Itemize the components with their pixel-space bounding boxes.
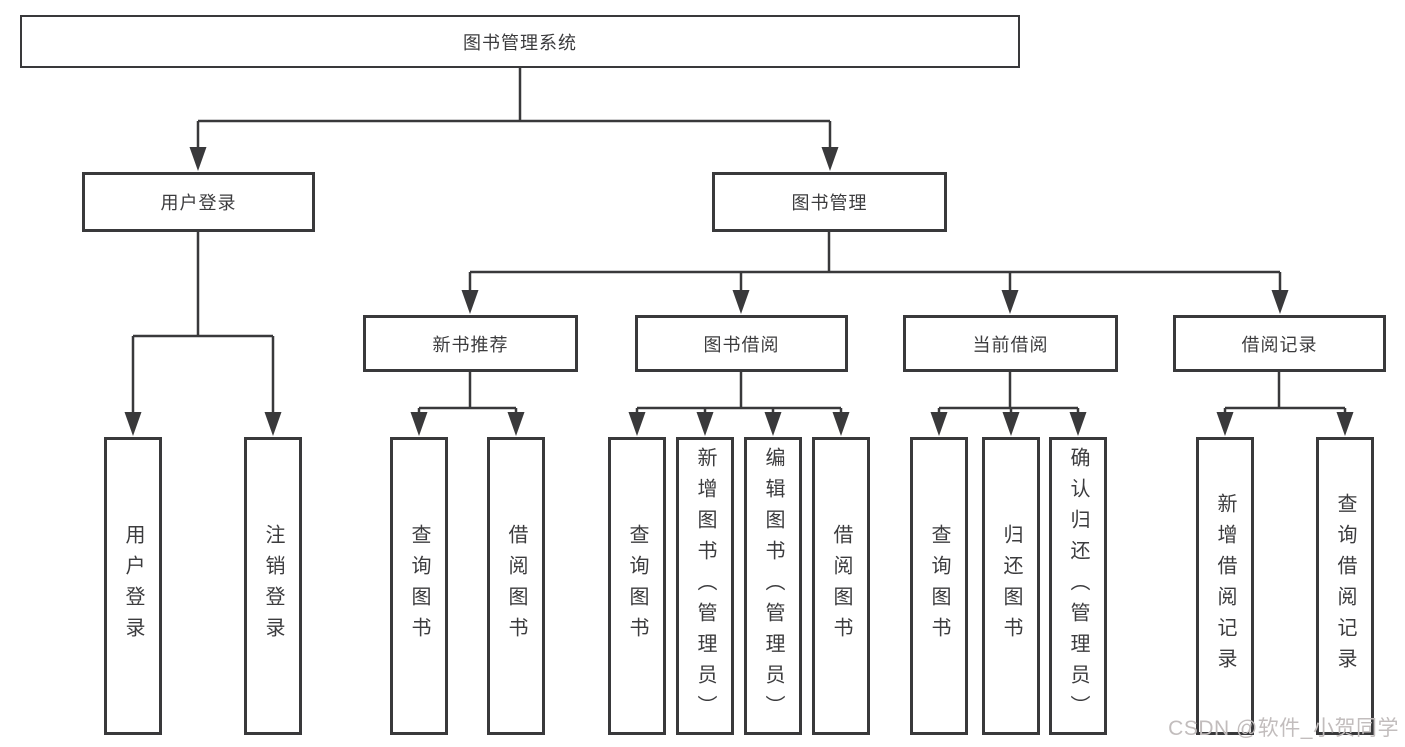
node-label: 用户登录 (160, 193, 237, 213)
node-leaf-edit-books-admin: 编辑图书（管理员） (744, 437, 802, 735)
node-leaf-query-books-2: 查询图书 (608, 437, 666, 735)
node-label: 当前借阅 (972, 334, 1049, 355)
node-label: 图书借阅 (703, 334, 780, 355)
node-label: 查询图书 (928, 524, 950, 648)
node-leaf-query-borrow-record: 查询借阅记录 (1316, 437, 1374, 735)
node-leaf-add-books-admin: 新增图书（管理员） (676, 437, 734, 735)
node-label: 借阅记录 (1241, 334, 1318, 355)
node-book-borrow: 图书借阅 (635, 315, 848, 372)
node-label: 用户登录 (122, 524, 144, 648)
arrowhead-icons (124, 147, 1354, 436)
node-label: 注销登录 (262, 524, 284, 648)
node-borrow-records: 借阅记录 (1173, 315, 1386, 372)
node-label: 新书推荐 (432, 334, 509, 355)
node-label: 查询图书 (408, 524, 430, 648)
node-label: 归还图书 (1000, 524, 1022, 648)
node-leaf-query-books-3: 查询图书 (910, 437, 968, 735)
node-label: 确认归还（管理员） (1067, 446, 1089, 726)
node-user-login: 用户登录 (82, 172, 315, 232)
node-leaf-user-login: 用户登录 (104, 437, 162, 735)
node-leaf-add-borrow-record: 新增借阅记录 (1196, 437, 1254, 735)
node-label: 借阅图书 (830, 524, 852, 648)
node-leaf-return-books: 归还图书 (982, 437, 1040, 735)
node-leaf-logout: 注销登录 (244, 437, 302, 735)
node-library-management-system: 图书管理系统 (20, 15, 1020, 68)
node-label: 新增借阅记录 (1214, 493, 1236, 679)
node-label: 借阅图书 (505, 524, 527, 648)
node-label: 图书管理 (791, 193, 868, 213)
node-leaf-query-books-1: 查询图书 (390, 437, 448, 735)
node-label: 查询借阅记录 (1334, 493, 1356, 679)
node-label: 新增图书（管理员） (694, 446, 716, 726)
node-label: 编辑图书（管理员） (762, 446, 784, 726)
node-book-management: 图书管理 (712, 172, 947, 232)
node-leaf-borrow-books-1: 借阅图书 (487, 437, 545, 735)
node-current-borrow: 当前借阅 (903, 315, 1118, 372)
node-leaf-borrow-books-2: 借阅图书 (812, 437, 870, 735)
node-label: 查询图书 (626, 524, 648, 648)
node-new-book-recommend: 新书推荐 (363, 315, 578, 372)
csdn-watermark: CSDN @软件_小贺同学 (1168, 717, 1399, 740)
node-label: 图书管理系统 (463, 32, 577, 53)
node-leaf-confirm-return-admin: 确认归还（管理员） (1049, 437, 1107, 735)
